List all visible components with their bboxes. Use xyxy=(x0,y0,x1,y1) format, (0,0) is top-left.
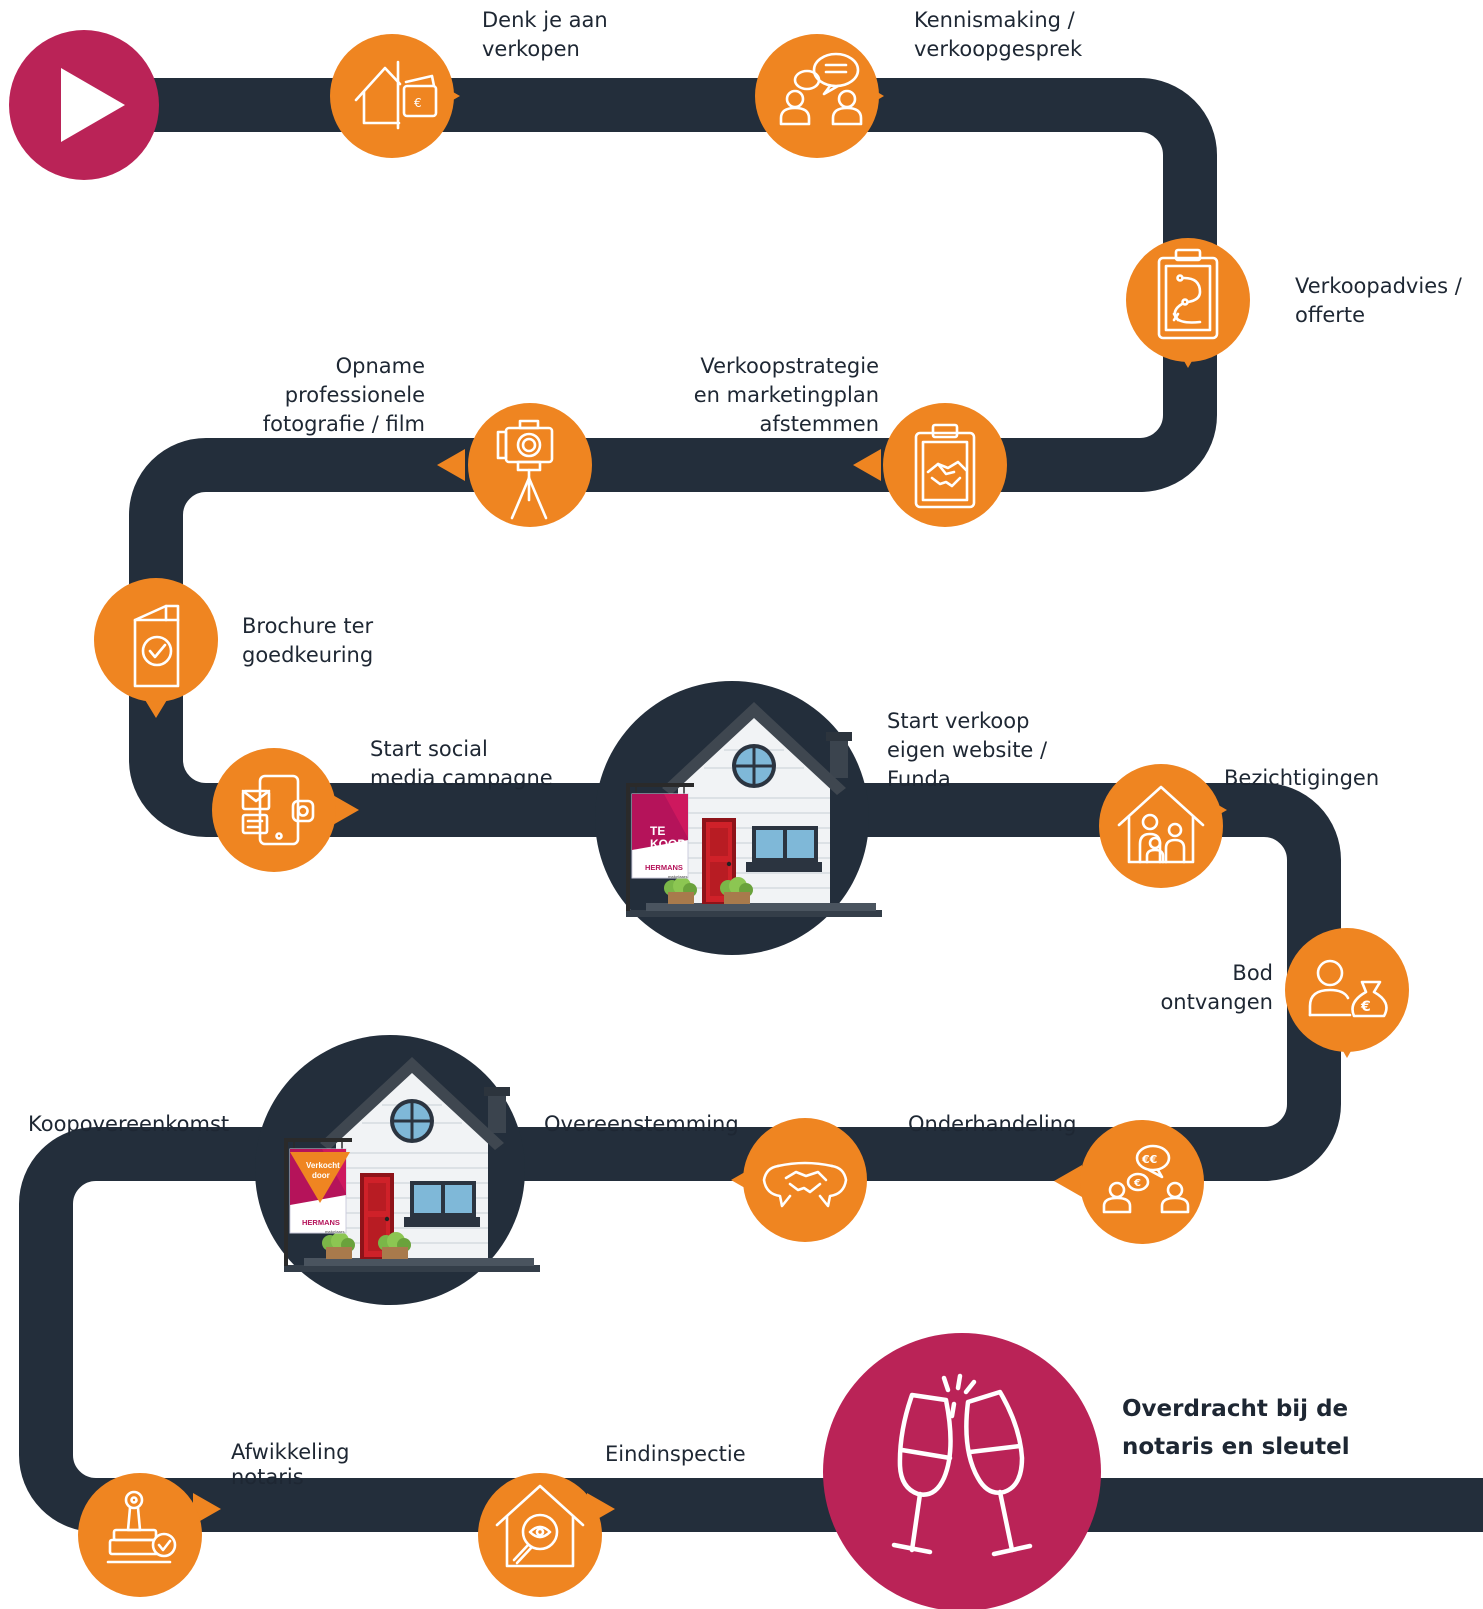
for-sale-sign-brand: HERMANS xyxy=(645,863,683,872)
step-marker-verkoopadvies xyxy=(1126,238,1250,368)
for-sale-sign-line1: TE xyxy=(650,824,665,838)
step-label-line: Verkoopstrategie xyxy=(700,354,879,378)
step-label-line: Verkoopadvies / xyxy=(1295,274,1462,298)
step-label-line: Brochure ter xyxy=(242,614,374,638)
step-label-verkoopstrategie: Verkoopstrategie en marketingplan afstem… xyxy=(694,352,879,439)
step-marker-denk-je-aan-verkopen: € xyxy=(330,34,460,158)
step-label-line: Denk je aan xyxy=(482,8,608,32)
step-label-line: notaris xyxy=(231,1465,304,1489)
house-money-icon: € xyxy=(354,60,438,130)
finish-marker xyxy=(823,1333,1101,1609)
step-label-line: afstemmen xyxy=(759,412,880,436)
step-label-start-verkoop: Start verkoop eigen website / Funda xyxy=(887,707,1047,794)
step-marker-kennismaking xyxy=(755,34,884,158)
step-label-line: Start verkoop xyxy=(887,709,1030,733)
sold-sign-line1: Verkocht xyxy=(306,1161,340,1170)
handshake-icon xyxy=(762,1161,848,1208)
sold-sign-sub: makelaars xyxy=(325,1229,345,1234)
step-label-line: Start social xyxy=(370,737,488,761)
step-label-line: Kennismaking / xyxy=(914,8,1075,32)
step-label-overdracht: Overdracht bij de notaris en sleutel xyxy=(1122,1390,1350,1466)
step-label-kennismaking: Kennismaking / verkoopgesprek xyxy=(914,6,1082,64)
step-label-line: Opname xyxy=(335,354,425,378)
step-label-line: offerte xyxy=(1295,303,1366,327)
step-label-line: Koopovereenkomst xyxy=(28,1112,230,1136)
for-sale-sign-sub: makelaars xyxy=(668,874,688,879)
step-label-onderhandeling: Onderhandeling xyxy=(908,1110,1076,1139)
conversation-icon xyxy=(779,52,863,126)
step-label-line: notaris en sleutel xyxy=(1122,1434,1350,1460)
camera-tripod-icon xyxy=(496,419,554,520)
svg-text:€: € xyxy=(1133,1178,1141,1189)
clipboard-plan-icon xyxy=(1157,248,1219,340)
sold-sign-brand: HERMANS xyxy=(302,1218,340,1227)
step-label-line: Bezichtigingen xyxy=(1224,766,1380,790)
step-marker-bod-ontvangen: € xyxy=(1285,928,1409,1058)
step-label-line: fotografie / film xyxy=(262,412,425,436)
step-marker-eindinspectie xyxy=(478,1473,615,1597)
person-moneybag-icon: € xyxy=(1308,959,1388,1018)
step-label-line: verkoopgesprek xyxy=(914,37,1083,61)
step-marker-afwikkeling-notaris xyxy=(78,1473,221,1597)
svg-text:€: € xyxy=(414,96,422,110)
brochure-check-icon xyxy=(133,604,180,688)
step-label-line: Overdracht bij de xyxy=(1122,1396,1349,1422)
step-marker-bezichtigingen xyxy=(1099,764,1227,888)
step-label-koopovereenkomst: Koopovereenkomst xyxy=(28,1110,229,1139)
svg-text:€: € xyxy=(1360,999,1371,1015)
step-label-line: media campagne xyxy=(370,766,553,790)
step-label-line: en marketingplan xyxy=(693,383,879,407)
step-label-bezichtigingen: Bezichtigingen xyxy=(1224,764,1379,793)
step-marker-brochure xyxy=(94,578,218,718)
step-label-social-media: Start social media campagne xyxy=(370,735,553,793)
house-visitors-icon xyxy=(1117,785,1205,864)
step-label-line: ontvangen xyxy=(1160,990,1273,1014)
step-label-line: verkopen xyxy=(482,37,580,61)
svg-text:€€: €€ xyxy=(1141,1153,1157,1166)
step-label-denk-je-aan-verkopen: Denk je aan verkopen xyxy=(482,6,608,64)
step-label-brochure: Brochure ter goedkeuring xyxy=(242,612,373,670)
for-sale-sign-line2: KOOP xyxy=(650,837,685,851)
champagne-toast-icon xyxy=(891,1373,1033,1557)
house-sold-illustration: Verkocht door HERMANS makelaars xyxy=(255,1035,542,1305)
step-label-afwikkeling-notaris: Afwikkeling notaris xyxy=(231,1440,349,1490)
clipboard-handshake-icon xyxy=(914,423,976,509)
step-label-line: Eindinspectie xyxy=(605,1442,746,1466)
step-label-verkoopadvies: Verkoopadvies / offerte xyxy=(1295,272,1462,330)
step-label-eindinspectie: Eindinspectie xyxy=(605,1440,746,1469)
step-marker-onderhandeling: €€ € xyxy=(1054,1120,1204,1244)
step-label-line: Onderhandeling xyxy=(908,1112,1077,1136)
step-label-bod-ontvangen: Bod ontvangen xyxy=(1160,959,1273,1017)
step-marker-verkoopstrategie xyxy=(853,403,1007,527)
sold-sign-line2: door xyxy=(312,1171,330,1180)
stamp-icon xyxy=(106,1490,177,1564)
step-label-line: Bod xyxy=(1232,961,1273,985)
house-for-sale-illustration: TE KOOP HERMANS makelaars xyxy=(595,681,884,955)
step-label-line: goedkeuring xyxy=(242,643,374,667)
play-icon xyxy=(61,68,125,142)
step-label-line: Afwikkeling xyxy=(231,1440,350,1464)
step-label-line: Funda xyxy=(887,767,951,791)
step-label-line: professionele xyxy=(284,383,425,407)
social-media-icon xyxy=(241,774,315,846)
step-label-opname-fotografie: Opname professionele fotografie / film xyxy=(263,352,425,439)
negotiation-icon: €€ € xyxy=(1102,1144,1190,1214)
start-marker xyxy=(9,30,159,180)
step-label-line: Overeenstemming xyxy=(544,1112,739,1136)
step-label-overeenstemming: Overeenstemming xyxy=(544,1110,739,1139)
step-label-line: eigen website / xyxy=(887,738,1048,762)
step-marker-opname-fotografie xyxy=(437,403,592,527)
house-inspection-icon xyxy=(495,1484,585,1568)
step-marker-overeenstemming xyxy=(731,1118,867,1242)
step-marker-social-media xyxy=(212,748,359,872)
